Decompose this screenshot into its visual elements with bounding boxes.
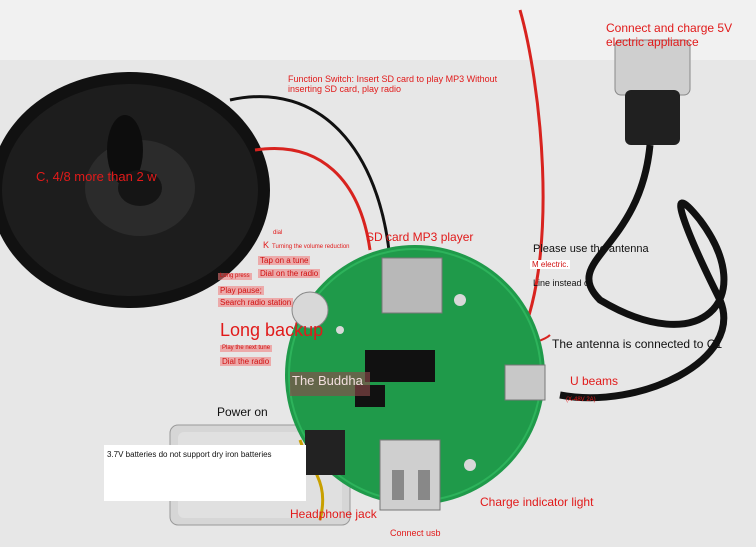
play-next-label: Play the next tune: [220, 345, 273, 352]
dial-radio-1-label: Dial on the radio: [258, 269, 321, 279]
long-press-label: Long press: [218, 273, 252, 280]
search-radio-label: Search radio station: [218, 298, 294, 308]
dial-radio-2-label: Dial the radio: [220, 357, 272, 367]
long-backup-label: Long backup: [220, 320, 324, 340]
sd-card-label: SD card MP3 player: [366, 230, 474, 244]
usb-cable-image: [559, 39, 728, 402]
antenna-c1-label: The antenna is connected to C1: [552, 337, 723, 351]
function-switch-label: Function Switch: Insert SD card to play …: [288, 74, 498, 95]
play-pause-label: Play pause;: [218, 286, 264, 296]
turning-volume-label: Turning the volume reduction: [272, 244, 350, 250]
headphone-label: Headphone jack: [290, 507, 377, 521]
tap-tune-label: Tap on a tune: [258, 256, 311, 266]
speaker-label: C, 4/8 more than 2 w: [36, 169, 157, 184]
red-wire-2: [254, 147, 372, 251]
m-electric-label: M electric.: [530, 260, 571, 270]
black-wire: [229, 95, 392, 261]
battery-label-bg: [104, 445, 306, 501]
charge-indicator-label: Charge indicator light: [480, 495, 594, 509]
u-beams-small-label: (X-48V 2A): [566, 397, 596, 403]
line-instead-label: Line instead of: [533, 278, 592, 288]
battery-label: 3.7V batteries do not support dry iron b…: [107, 450, 272, 459]
connect-usb-label: Connect usb: [390, 528, 441, 538]
speaker-image: [0, 72, 270, 308]
dial-label: dial: [273, 230, 283, 236]
pcb-board-image: [285, 245, 546, 511]
k-label: K: [263, 240, 270, 250]
power-on-label: Power on: [217, 405, 268, 419]
buddha-label: The Buddha: [292, 373, 363, 388]
buddha-label-bg: [290, 372, 370, 396]
u-beams-label: U beams: [570, 374, 619, 388]
connect-charge-label: Connect and charge 5V electric appliance: [606, 21, 733, 49]
antenna-use-label: Please use the antenna: [533, 243, 649, 255]
